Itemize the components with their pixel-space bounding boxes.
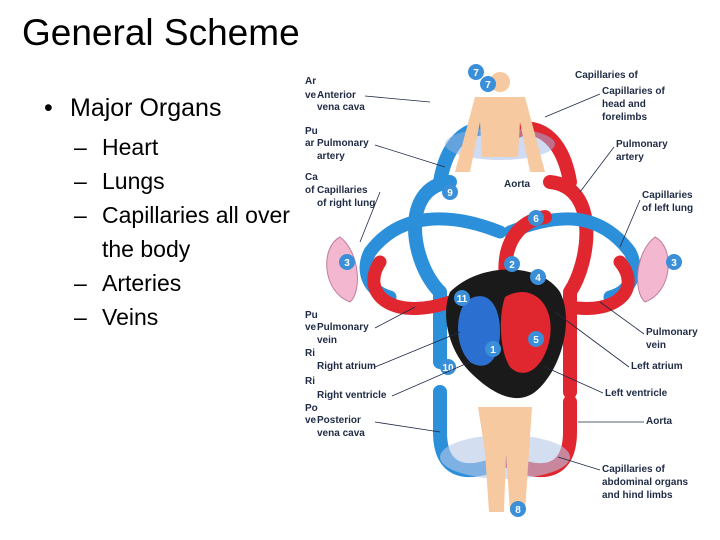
badge-label: 10 (442, 363, 454, 374)
label-right-pulmonary-vein: Pulmonary (646, 327, 698, 338)
cut-label: Pu (305, 126, 318, 137)
badge-label: 5 (533, 335, 539, 346)
dash-icon: – (74, 168, 87, 194)
circulation-svg: 7 7 9 6 3 2 4 3 11 1 5 10 8 Ar Anterior … (305, 64, 698, 517)
dash-icon: – (74, 304, 87, 330)
subitem-capillaries: –Capillaries all over the body (74, 198, 324, 266)
cut-label: Ca (305, 172, 318, 183)
subitem-lungs: –Lungs (74, 164, 324, 198)
left-lung-icon (637, 236, 669, 303)
subitem-text: Capillaries all over the body (102, 202, 290, 262)
bullet-list: •Major Organs –Heart –Lungs –Capillaries… (44, 92, 324, 334)
label-artery: artery (317, 151, 345, 162)
badge-label: 7 (473, 68, 479, 79)
label-cap-left-lung: Capillaries (642, 190, 693, 201)
subitem-text: Arteries (102, 270, 182, 296)
left-labels: Ar Anterior ve vena cava Pu Pulmonary ar… (305, 76, 387, 439)
leader-lines (359, 93, 645, 471)
label-cap-head: head and (602, 99, 646, 110)
label-cut-top: Capillaries of (575, 70, 638, 81)
label-posterior: Posterior (317, 415, 361, 426)
label-posterior-vena-cava: vena cava (317, 428, 365, 439)
badge-label: 11 (457, 294, 468, 305)
label-cap-head: Capillaries of (602, 86, 665, 97)
label-capillaries: Capillaries (317, 185, 368, 196)
cut-label: Ar (305, 76, 316, 87)
label-pulmonary-vein: Pulmonary (317, 322, 369, 333)
bullet-dot-icon: • (44, 94, 53, 122)
cut-label: ve (305, 322, 317, 333)
cut-label: of (305, 185, 315, 196)
cut-label: Pu (305, 310, 318, 321)
number-badges: 7 7 9 6 3 2 4 3 11 1 5 10 8 (339, 64, 682, 517)
subitem-arteries: –Arteries (74, 266, 324, 300)
subitem-list: –Heart –Lungs –Capillaries all over the … (74, 130, 324, 334)
label-right-atrium: Right atrium (317, 361, 376, 372)
right-labels: Capillaries of Capillaries of head and f… (504, 70, 698, 501)
subitem-text: Veins (102, 304, 159, 330)
upper-body-icon (455, 72, 545, 172)
label-vein: vein (317, 335, 337, 346)
dash-icon: – (74, 134, 87, 160)
badge-label: 4 (535, 273, 541, 284)
badge-label: 7 (485, 80, 491, 91)
dash-icon: – (74, 202, 87, 228)
badge-label: 6 (533, 214, 539, 225)
label-cap-abdominal: and hind limbs (602, 490, 673, 501)
badge-label: 2 (509, 260, 515, 271)
label-right-vein: vein (646, 340, 666, 351)
cut-label: Po (305, 403, 318, 414)
label-cap-abdominal: abdominal organs (602, 477, 689, 488)
label-vena-cava: vena cava (317, 102, 365, 113)
label-pulmonary-artery: Pulmonary (317, 138, 369, 149)
heart-icon (446, 269, 566, 399)
subitem-veins: –Veins (74, 300, 324, 334)
label-left-lung: of left lung (642, 203, 693, 214)
label-right-lung: of right lung (317, 198, 375, 209)
badge-label: 1 (490, 345, 496, 356)
bullet-text: Major Organs (70, 94, 222, 122)
circulation-diagram: 7 7 9 6 3 2 4 3 11 1 5 10 8 Ar Anterior … (300, 62, 710, 524)
dash-icon: – (74, 270, 87, 296)
label-aorta-low: Aorta (646, 416, 673, 427)
badge-label: 8 (515, 505, 521, 516)
label-aorta-mid: Aorta (504, 179, 531, 190)
cut-label: ve (305, 415, 317, 426)
subitem-text: Heart (102, 134, 159, 160)
label-left-atrium: Left atrium (631, 361, 683, 372)
slide-title: General Scheme (22, 12, 300, 53)
label-cap-head: forelimbs (602, 112, 647, 123)
label-cap-abdominal: Capillaries of (602, 464, 665, 475)
subitem-heart: –Heart (74, 130, 324, 164)
bullet-major-organs: • Major Organs (44, 92, 324, 124)
label-left-ventricle: Left ventricle (605, 388, 668, 399)
label-right-ventricle: Right ventricle (317, 390, 387, 401)
label-right-pulmonary-artery: Pulmonary (616, 139, 668, 150)
badge-label: 9 (447, 188, 453, 199)
label-right-artery: artery (616, 152, 644, 163)
subitem-text: Lungs (102, 168, 165, 194)
label-anterior: Anterior (317, 90, 356, 101)
cut-label: Ri (305, 348, 315, 359)
right-lung-icon (326, 236, 358, 303)
lower-body-icon (478, 407, 532, 512)
cut-label: ve (305, 90, 317, 101)
badge-label: 3 (671, 258, 677, 269)
cut-label: ar (305, 138, 315, 149)
cut-label: Ri (305, 376, 315, 387)
badge-label: 3 (344, 258, 350, 269)
